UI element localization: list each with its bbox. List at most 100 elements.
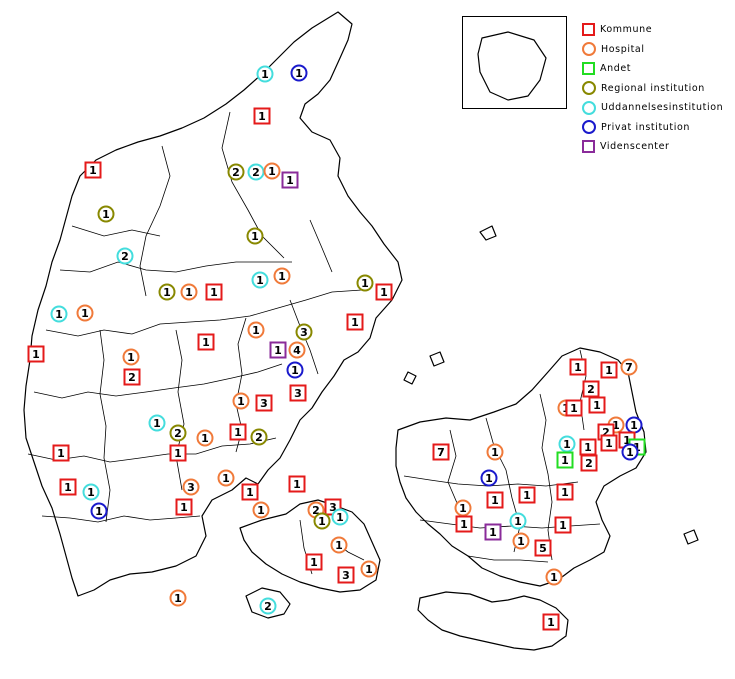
marker-hospital: 1 [180,283,198,301]
marker-kommune: 1 [600,434,618,452]
legend-label: Regional institution [601,82,705,94]
marker-kommune: 1 [375,283,393,301]
marker-hospital: 4 [288,341,306,359]
marker-count: 5 [539,542,547,555]
marker-shape [256,65,274,83]
marker-shape [148,414,166,432]
marker-shape [588,396,606,414]
marker-uddannelse: 1 [331,508,349,526]
marker-shape [169,424,187,442]
legend: Kommune Hospital Andet Regional institut… [582,20,732,157]
marker-count: 1 [87,486,95,499]
marker-shape [484,523,502,541]
marker-hospital: 1 [545,568,563,586]
marker-count: 2 [602,426,610,439]
marker-count: 1 [523,489,531,502]
marker-shape [158,283,176,301]
circle-orange-icon [582,42,596,57]
marker-kommune: 1 [59,478,77,496]
marker-videnscenter: 1 [484,523,502,541]
marker-shape [331,508,349,526]
marker-shape [76,304,94,322]
marker-shape [227,163,245,181]
marker-count: 1 [351,316,359,329]
marker-count: 1 [64,481,72,494]
marker-count: 1 [563,438,571,451]
marker-shape [313,512,331,530]
marker-shape [269,341,287,359]
marker-shape [455,515,473,533]
marker-count: 1 [491,494,499,507]
marker-count: 1 [561,486,569,499]
marker-kommune: 1 [556,483,574,501]
marker-kommune: 3 [255,394,273,412]
south-island-outline [245,587,291,619]
marker-shape [273,267,291,285]
marker-shape [97,205,115,223]
marker-count: 1 [180,501,188,514]
marker-count: 3 [342,569,350,582]
marker-count: 1 [185,286,193,299]
marker-count: 1 [252,324,260,337]
marker-kommune: 1 [205,283,223,301]
marker-count: 2 [174,427,182,440]
marker-privat: 1 [90,502,108,520]
marker-hospital: 1 [247,321,265,339]
island-small-3 [683,529,699,545]
marker-regional: 2 [250,428,268,446]
marker-count: 1 [626,446,634,459]
marker-count: 1 [623,434,631,447]
marker-count: 1 [95,505,103,518]
marker-shape [122,348,140,366]
legend-item-andet: Andet [582,59,732,79]
marker-kommune: 1 [569,358,587,376]
legend-item-privat: Privat institution [582,118,732,138]
marker-uddannelse: 2 [116,247,134,265]
marker-count: 2 [587,383,595,396]
marker-hospital: 1 [486,443,504,461]
marker-shape [59,478,77,496]
marker-kommune: 1 [565,399,583,417]
marker-count: 1 [127,351,135,364]
marker-count: 1 [163,286,171,299]
marker-shape [169,444,187,462]
marker-regional: 2 [227,163,245,181]
marker-shape [52,444,70,462]
marker-hospital: 1 [169,589,187,607]
marker-shape [542,613,560,631]
marker-shape [337,566,355,584]
marker-hospital: 1 [330,536,348,554]
marker-count: 1 [293,478,301,491]
marker-privat: 1 [286,361,304,379]
marker-shape [346,313,364,331]
marker-hospital: 1 [196,429,214,447]
marker-hospital: 1 [122,348,140,366]
marker-count: 1 [102,208,110,221]
marker-uddannelse: 1 [82,483,100,501]
marker-count: 1 [514,515,522,528]
marker-shape [123,368,141,386]
marker-count: 1 [550,571,558,584]
lolland-falster-outline [417,591,569,651]
marker-shape [251,271,269,289]
marker-uddannelse: 1 [50,305,68,323]
legend-label: Uddannelsesinstitution [601,102,724,114]
marker-shape [620,358,638,376]
marker-count: 1 [559,519,567,532]
marker-kommune: 1 [229,423,247,441]
marker-regional: 1 [313,512,331,530]
marker-count: 1 [222,472,230,485]
zealand-outline [395,347,647,587]
marker-shape [360,560,378,578]
marker-count: 1 [460,518,468,531]
circle-olive-icon [582,81,596,96]
marker-shape [229,423,247,441]
marker-count: 1 [318,515,326,528]
marker-shape [289,384,307,402]
marker-count: 1 [605,437,613,450]
legend-label: Kommune [600,24,653,36]
marker-count: 1 [274,344,282,357]
marker-count: 7 [625,361,633,374]
marker-count: 1 [361,277,369,290]
